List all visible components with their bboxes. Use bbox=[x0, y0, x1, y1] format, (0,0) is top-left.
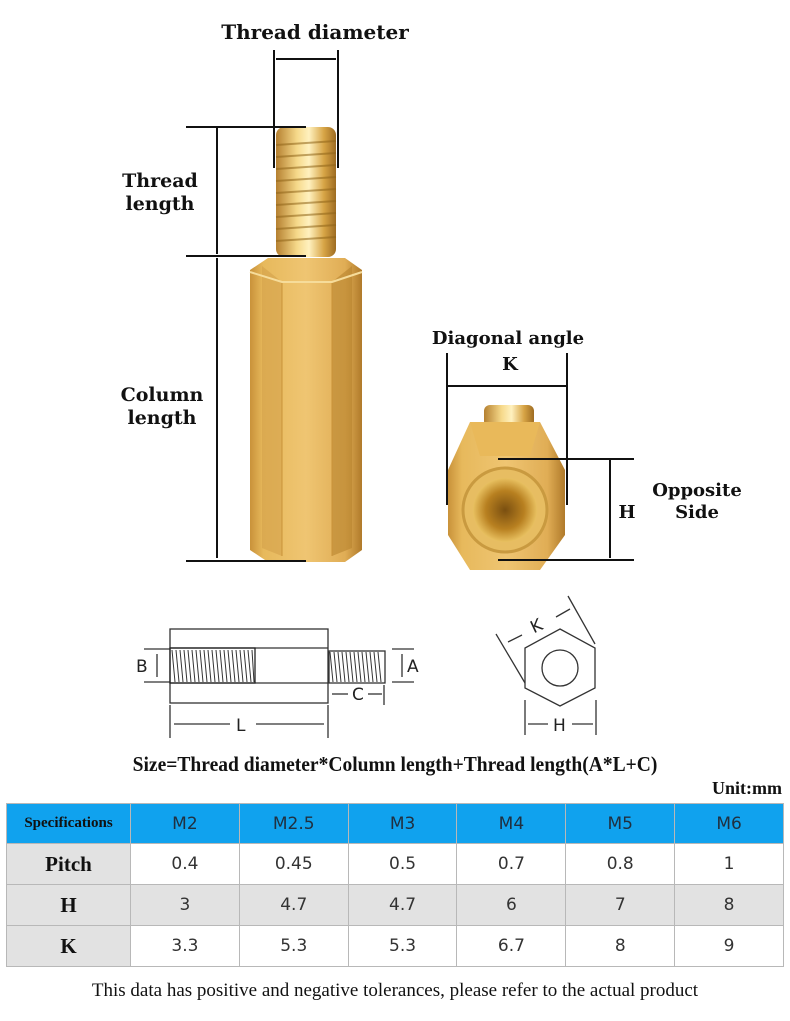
thread-diameter-arrow bbox=[276, 58, 336, 60]
table-cell: 3 bbox=[130, 884, 240, 926]
table-cell: 0.45 bbox=[238, 843, 349, 885]
table-cell: 8 bbox=[565, 925, 676, 967]
k-arrow bbox=[448, 385, 566, 387]
table-cell: 6.7 bbox=[456, 925, 567, 967]
column-bottom-ext bbox=[186, 560, 306, 562]
table-cell: 9 bbox=[674, 925, 784, 967]
table-cell: 6 bbox=[456, 884, 567, 926]
l-dim-label: L bbox=[236, 716, 246, 736]
column-length-label: Column length bbox=[120, 384, 204, 429]
hex-k-label: K bbox=[527, 615, 546, 638]
thread-diameter-label: Thread diameter bbox=[221, 20, 409, 44]
row-label: H bbox=[6, 884, 131, 926]
thread-length-arrow bbox=[216, 128, 218, 254]
header-m6: M6 bbox=[674, 803, 784, 844]
table-cell: 0.4 bbox=[130, 843, 240, 885]
h-label: H bbox=[618, 502, 636, 523]
row-label: Pitch bbox=[6, 843, 131, 885]
h-arrow bbox=[609, 460, 611, 558]
tolerance-note: This data has positive and negative tole… bbox=[91, 980, 699, 1001]
thread-diameter-right-ext bbox=[337, 50, 339, 168]
thread-length-label: Thread length bbox=[122, 170, 198, 215]
table-row-pitch: Pitch 0.4 0.45 0.5 0.7 0.8 1 bbox=[6, 843, 784, 885]
table-cell: 5.3 bbox=[238, 925, 349, 967]
table-header-row: Specifications M2 M2.5 M3 M4 M5 M6 bbox=[6, 803, 784, 844]
table-cell: 5.3 bbox=[347, 925, 458, 967]
thread-top-ext bbox=[186, 126, 306, 128]
spec-table: Specifications M2 M2.5 M3 M4 M5 M6 Pitch… bbox=[6, 803, 784, 967]
table-cell: 4.7 bbox=[238, 884, 349, 926]
thread-diameter-left-ext bbox=[273, 50, 275, 168]
column-length-arrow bbox=[216, 258, 218, 558]
product-photo-main bbox=[249, 127, 565, 570]
diagonal-angle-label: Diagonal angle bbox=[431, 328, 585, 349]
c-dim-label: C bbox=[352, 685, 364, 705]
header-m3: M3 bbox=[347, 803, 458, 844]
table-cell: 0.7 bbox=[456, 843, 567, 885]
k-left-ext bbox=[446, 353, 448, 505]
opposite-side-label: Opposite Side bbox=[652, 480, 742, 523]
header-m2: M2 bbox=[130, 803, 240, 844]
hex-view-schematic: K H bbox=[495, 595, 597, 736]
b-dim-label: B bbox=[136, 657, 148, 677]
table-cell: 8 bbox=[674, 884, 784, 926]
header-m2-5: M2.5 bbox=[238, 803, 349, 844]
header-m5: M5 bbox=[565, 803, 676, 844]
h-top-ext bbox=[498, 458, 634, 460]
row-label: K bbox=[6, 925, 131, 967]
table-row-h: H 3 4.7 4.7 6 7 8 bbox=[6, 884, 784, 926]
unit-label: Unit:mm bbox=[712, 778, 782, 798]
table-cell: 4.7 bbox=[347, 884, 458, 926]
table-row-k: K 3.3 5.3 5.3 6.7 8 9 bbox=[6, 925, 784, 967]
header-specifications: Specifications bbox=[6, 803, 131, 844]
brass-standoff-illustration bbox=[249, 127, 565, 570]
k-label: K bbox=[502, 354, 518, 375]
h-bottom-ext bbox=[498, 559, 634, 561]
side-view-schematic: B A C L bbox=[136, 628, 419, 738]
k-right-ext bbox=[566, 353, 568, 505]
a-dim-label: A bbox=[407, 657, 419, 677]
table-cell: 0.8 bbox=[565, 843, 676, 885]
table-cell: 0.5 bbox=[347, 843, 458, 885]
header-m4: M4 bbox=[456, 803, 567, 844]
thread-bottom-ext bbox=[186, 255, 306, 257]
size-formula: Size=Thread diameter*Column length+Threa… bbox=[132, 752, 658, 776]
table-cell: 1 bbox=[674, 843, 784, 885]
table-cell: 3.3 bbox=[130, 925, 240, 967]
table-cell: 7 bbox=[565, 884, 676, 926]
hex-h-label: H bbox=[553, 716, 566, 736]
